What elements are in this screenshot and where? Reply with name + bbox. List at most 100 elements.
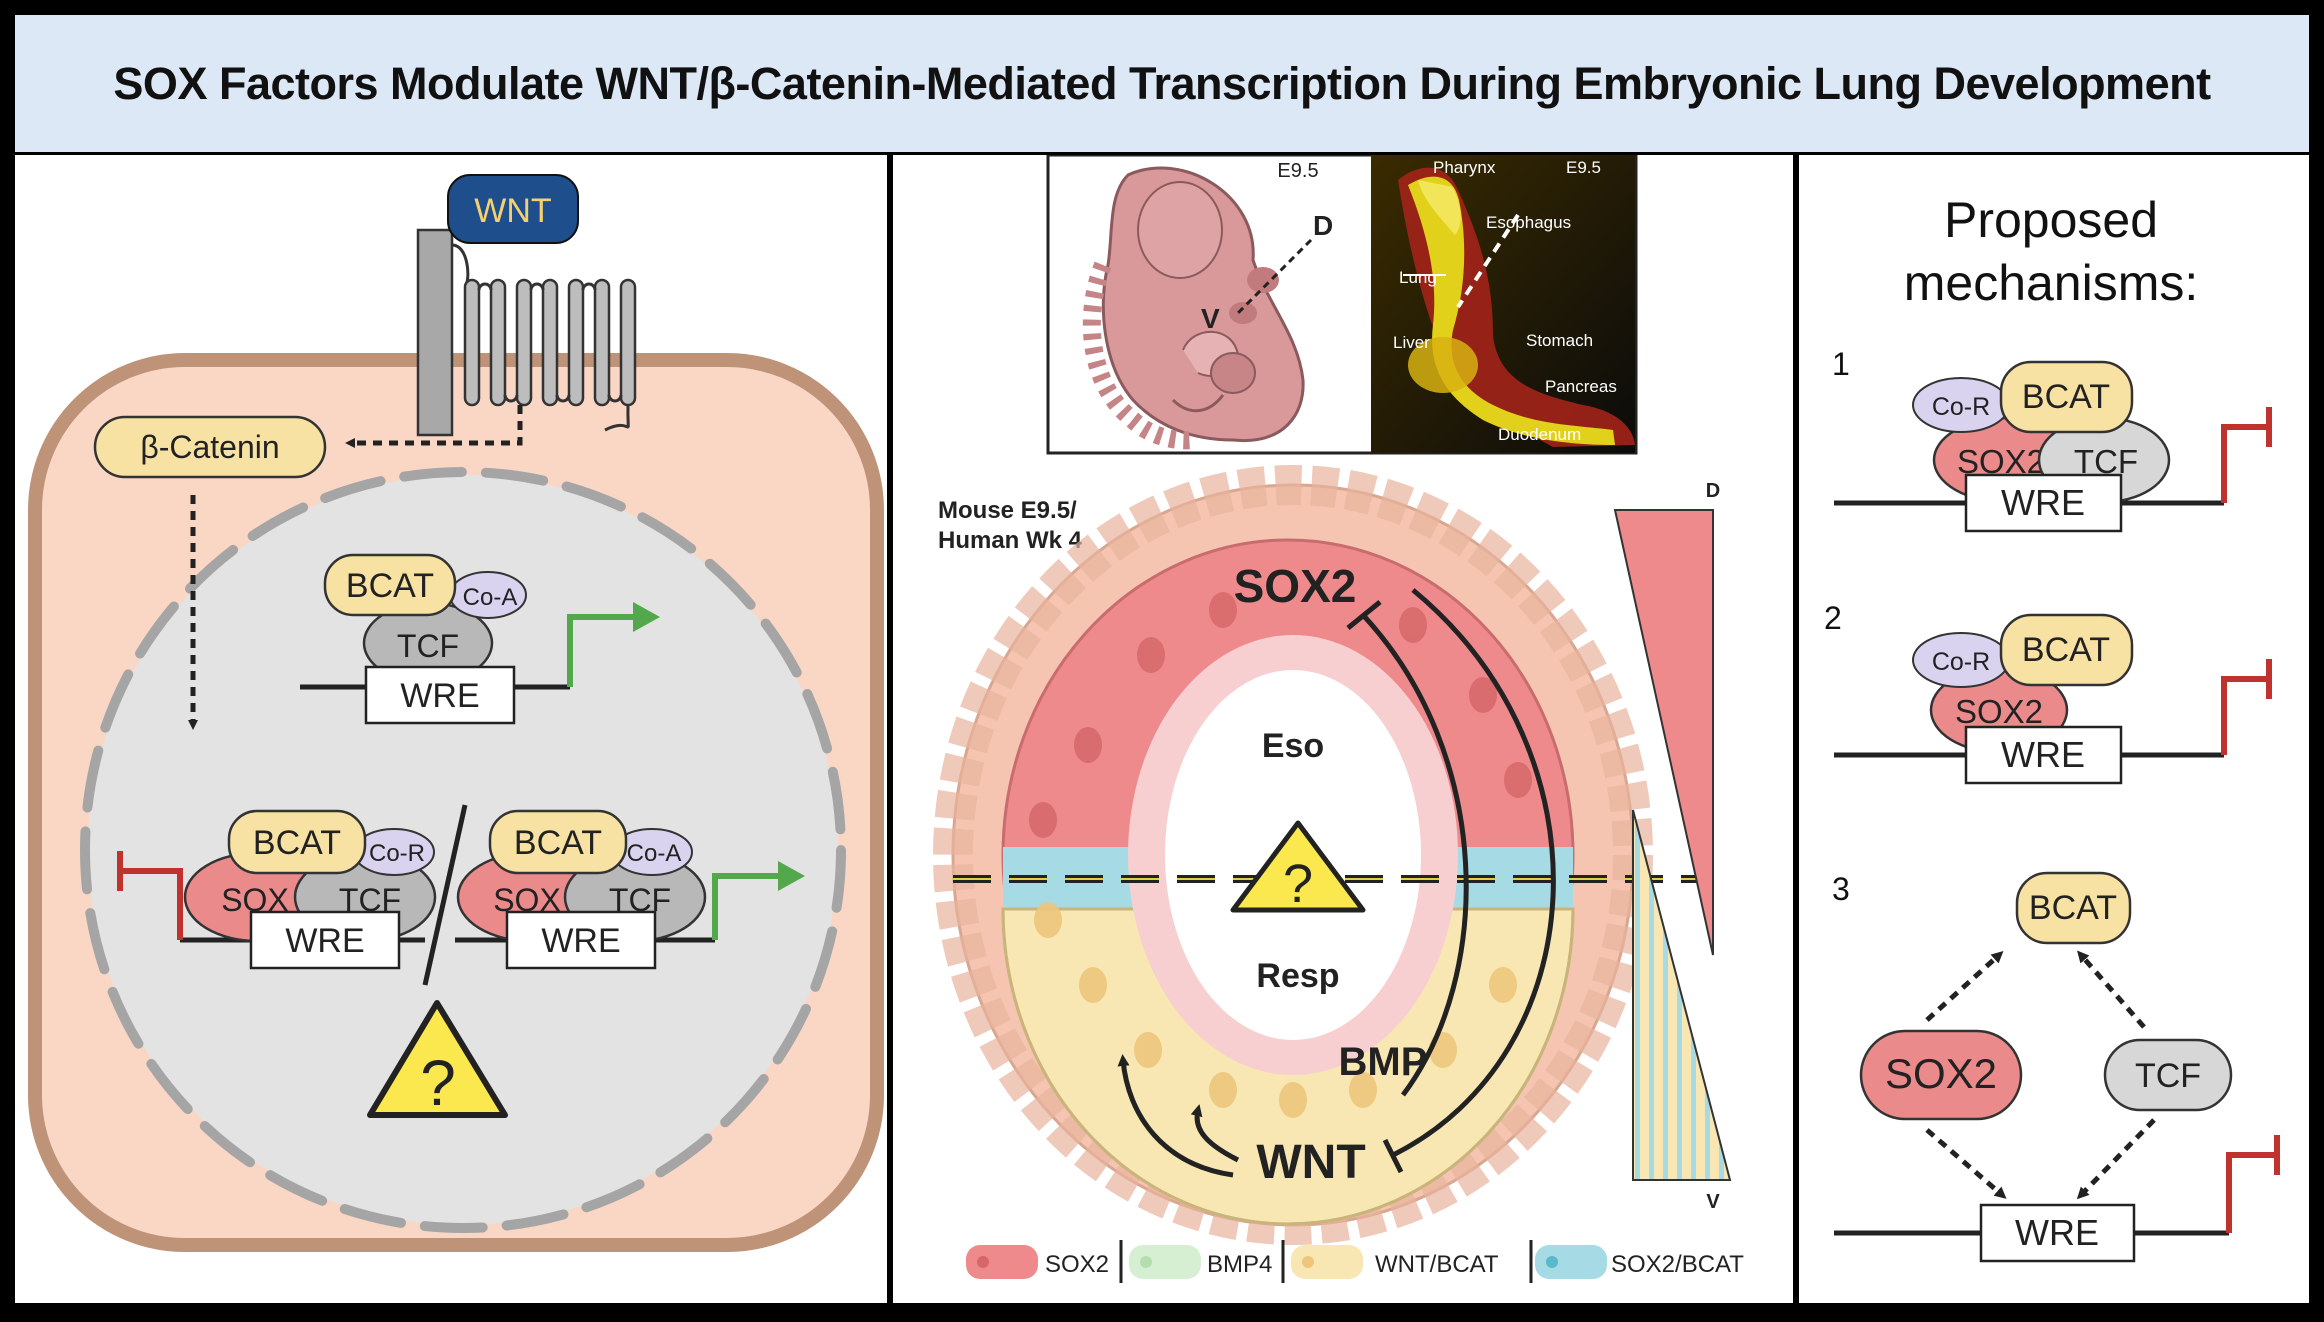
legend: SOX2 BMP4 WNT/BCAT SOX2/BCAT [966,1240,1744,1283]
bmp-label: BMP [1339,1040,1428,1084]
organ-liver: Liver [1393,333,1430,352]
bcat-shape [2015,871,2132,945]
legend-swatch-sox2-bcat [1535,1245,1607,1279]
mechanisms-heading-line1: Proposed [1944,192,2158,248]
corepressor-label: Co-R [1932,393,1990,421]
bcat-shape [1999,360,2134,434]
cell-diagram: WNT β-Catenin TCF WRE Co-A BCAT [28,174,884,1252]
bcat-label: BCAT [514,824,602,862]
axis-d-label: D [1313,210,1333,241]
mechanisms-heading-line2: mechanisms: [1904,255,2199,311]
organ-lung: Lung [1399,268,1437,287]
legend-swatch-wnt-bcat [1291,1245,1363,1279]
warning-question-mark: ? [420,1047,456,1119]
signaling-arrows [1117,588,1556,1178]
legend-label-sox2: SOX2 [1045,1251,1109,1278]
bcat-shape [488,809,628,875]
mechanisms-panel: Proposed mechanisms: 1 SOX2 TCF WRE Co-R… [1799,155,2309,1303]
active-complex: TCF WRE Co-A BCAT [300,553,660,725]
tcf-label: TCF [2135,1057,2201,1095]
wre-label: WRE [2015,1212,2099,1253]
sox2-shape [1859,1029,2023,1121]
bcat-shape [1999,613,2134,687]
legend-label-wnt-bcat: WNT/BCAT [1375,1251,1499,1278]
wre-label: WRE [541,922,620,960]
embryo-panel: E9.5 D V Pharynx E9.5 Esophagus Lung Liv… [893,155,1793,1303]
bcat-label: BCAT [2029,889,2117,927]
beta-catenin-box [93,415,327,479]
coactivator-label: Co-A [463,584,518,611]
sox2-label: SOX2 [1234,560,1357,612]
coactivator-label: Co-A [627,840,682,867]
tcf-label: TCF [397,628,459,664]
bcat-shape [323,553,457,617]
wre-box [1964,725,2123,785]
repression-bar [2221,676,2269,755]
axis-v-label: V [1201,303,1220,334]
transcription-arrow [712,873,780,940]
wnt-ligand [447,174,579,244]
sox2-label: SOX2 [1955,693,2043,730]
organ-pharynx: Pharynx [1433,158,1496,177]
transcription-arrow [567,614,635,687]
mechanism-1: 1 SOX2 TCF WRE Co-R BCAT [1832,346,2272,533]
stage-label-mouse: Mouse E9.5/ [938,497,1077,524]
wre-label: WRE [2001,482,2085,523]
foregut-micrograph [1371,155,1635,453]
wre-label: WRE [400,677,479,715]
beta-catenin-label: β-Catenin [140,429,279,465]
wnt-label: WNT [1256,1136,1365,1189]
embryo-diagram: E9.5 D V Pharynx E9.5 Esophagus Lung Liv… [933,155,1744,1283]
sox2-label: SOX2 [1885,1050,1997,1097]
wre-box [1979,1203,2136,1263]
sox-activation-complex: SOX TCF WRE Co-A BCAT [455,809,805,970]
wnt-gradient [1632,809,1732,1181]
nucleus [88,475,838,1225]
sox-repression-complex: SOX TCF WRE Co-R BCAT [117,809,437,970]
corepressor-label: Co-R [1932,648,1990,676]
repression-bar [120,868,183,940]
mechanism-2: 2 SOX2 WRE Co-R BCAT [1824,600,2272,785]
corepressor-label: Co-R [369,840,425,867]
micrograph-stage-label: E9.5 [1566,158,1601,177]
gradient-v-label: V [1706,1191,1720,1213]
warning-question-mark: ? [1283,854,1313,914]
organ-esophagus: Esophagus [1486,213,1571,232]
warning-icon: ? [1230,820,1366,914]
organ-duodenum: Duodenum [1498,425,1581,444]
wre-box [1964,473,2123,533]
nuclear-envelope [80,467,846,1233]
co-receptor [416,228,454,437]
organ-stomach: Stomach [1526,331,1593,350]
warning-icon: ? [367,1000,508,1119]
stage-label-human: Human Wk 4 [938,527,1083,554]
tcf-to-bcat-arrow [2077,950,2146,1029]
legend-swatch-bmp4 [1129,1245,1201,1279]
wre-box [249,910,401,970]
mechanism-3: 3 BCAT SOX2 TCF WRE [1832,871,2280,1263]
wre-box [505,910,657,970]
sox2-to-wre-arrow [1925,1128,2007,1199]
micrograph-cut-line [1456,213,1520,309]
bcat-label: BCAT [2022,631,2110,669]
legend-label-bmp4: BMP4 [1207,1251,1272,1278]
organ-pancreas: Pancreas [1545,377,1617,396]
sox2-gradient [1613,509,1714,956]
legend-label-sox2-bcat: SOX2/BCAT [1611,1251,1744,1278]
cell-signaling-panel: WNT β-Catenin TCF WRE Co-A BCAT [15,155,887,1303]
mechanisms-diagram: Proposed mechanisms: 1 SOX2 TCF WRE Co-R… [1824,192,2280,1263]
page-title: SOX Factors Modulate WNT/β-Catenin-Media… [113,57,2211,109]
wre-box [364,665,516,725]
title-banner: SOX Factors Modulate WNT/β-Catenin-Media… [15,15,2309,152]
repression-bar [2221,424,2269,503]
wre-label: WRE [2001,734,2085,775]
divider-slash [422,804,468,986]
mechanism-number: 2 [1824,600,1842,636]
bmp-inhibits-sox2 [1361,613,1469,1097]
legend-swatch-sox2 [966,1245,1038,1279]
eso-label: Eso [1262,727,1324,765]
sox2-to-bcat-arrow [1925,950,2004,1022]
tcf-shape [2103,1038,2233,1112]
sox2-inhibits-wnt [1391,588,1556,1158]
